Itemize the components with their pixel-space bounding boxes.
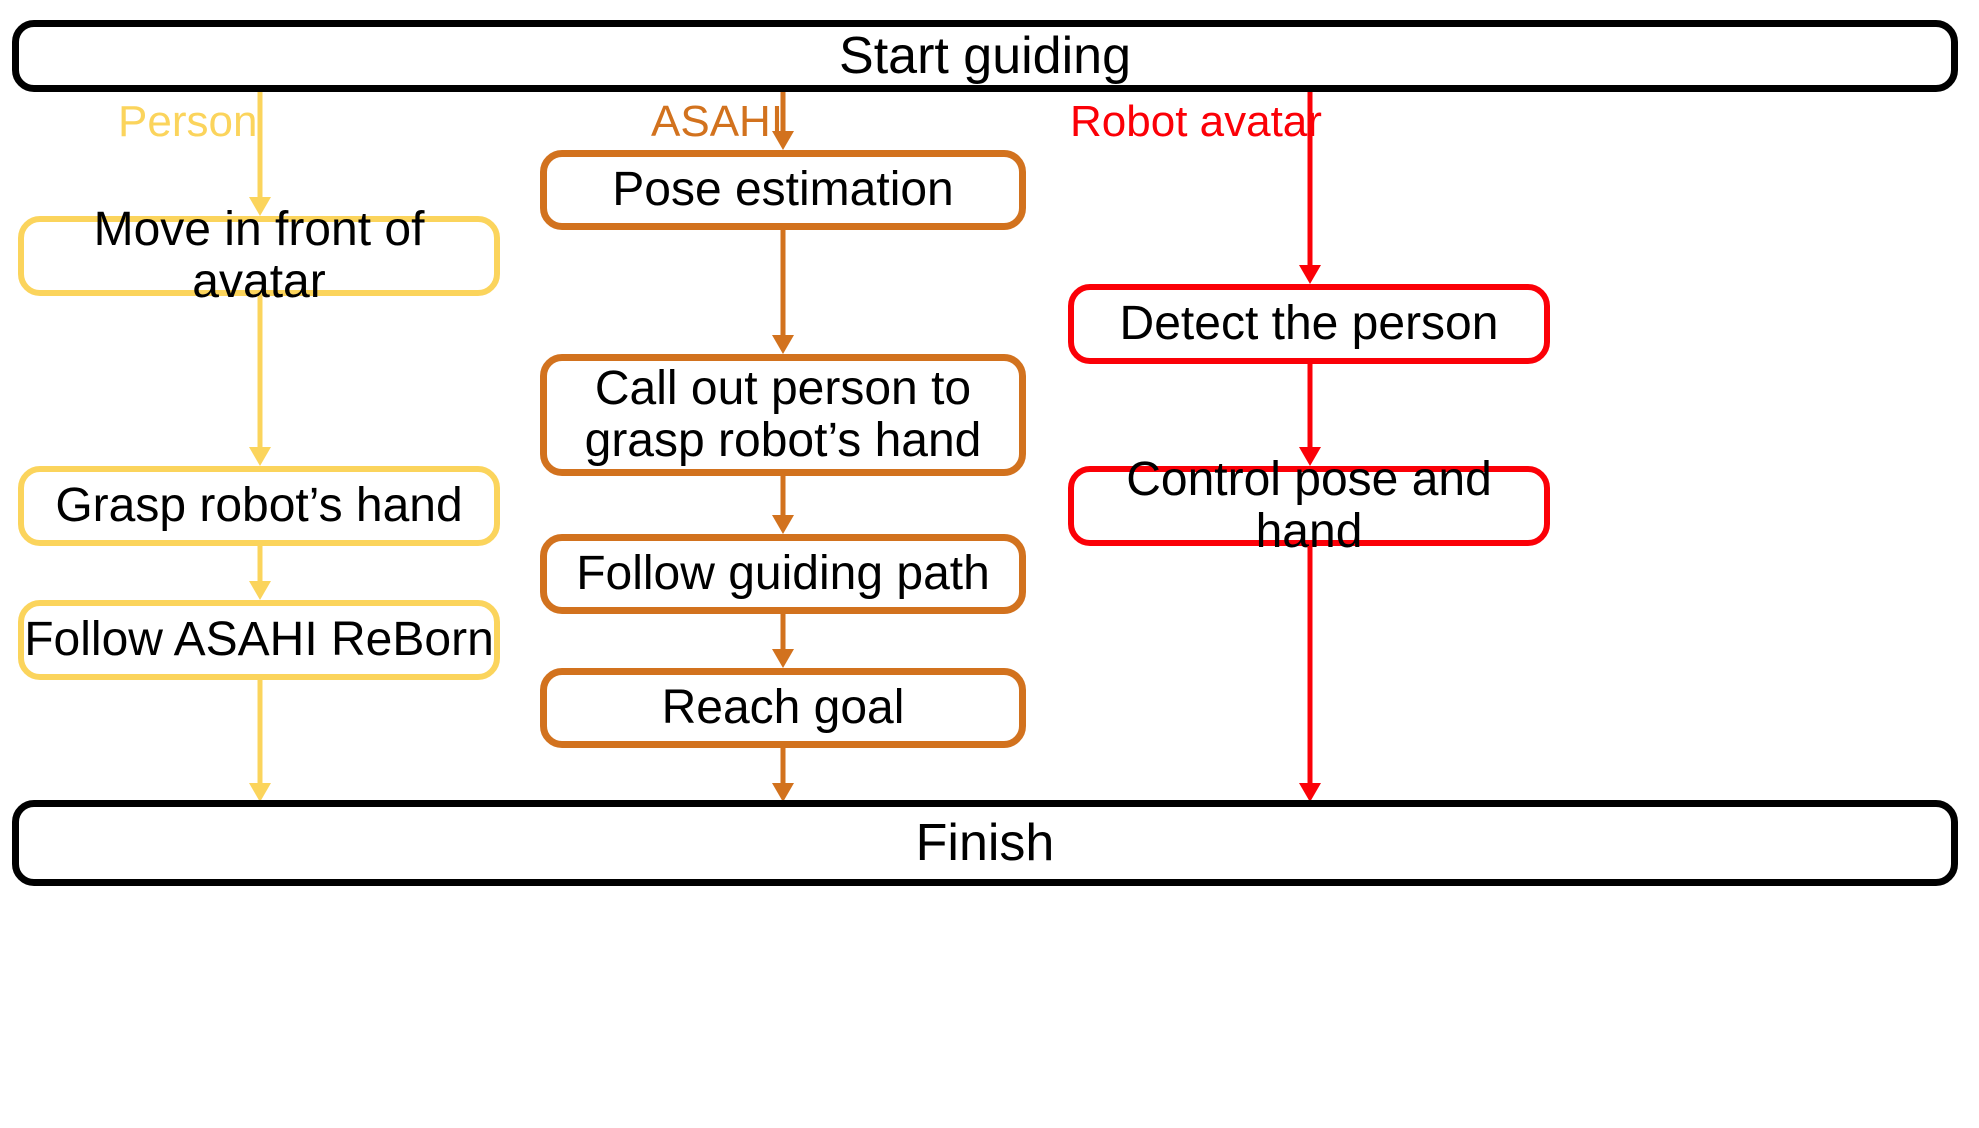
- node-call-out-person-to-grasp-robots-hand: Call out person to grasp robot’s hand: [540, 354, 1026, 476]
- node-follow-guiding-path: Follow guiding path: [540, 534, 1026, 614]
- node-pose-estimation: Pose estimation: [540, 150, 1026, 230]
- node-move-in-front-of-avatar: Move in front of avatar: [18, 204, 500, 307]
- node-follow-asahi-reborn: Follow ASAHI ReBorn: [18, 600, 500, 680]
- lane-label-robot-avatar: Robot avatar: [1070, 97, 1322, 146]
- lane-label-person: Person: [118, 97, 258, 146]
- node-grasp-robots-hand: Grasp robot’s hand: [18, 466, 500, 546]
- node-reach-goal: Reach goal: [540, 668, 1026, 748]
- node-finish: Finish: [12, 800, 1958, 886]
- node-control-pose-and-hand: Control pose and hand: [1068, 454, 1550, 557]
- node-detect-the-person: Detect the person: [1068, 284, 1550, 364]
- lane-label-asahi: ASAHI: [651, 97, 784, 146]
- node-start-guiding: Start guiding: [12, 20, 1958, 92]
